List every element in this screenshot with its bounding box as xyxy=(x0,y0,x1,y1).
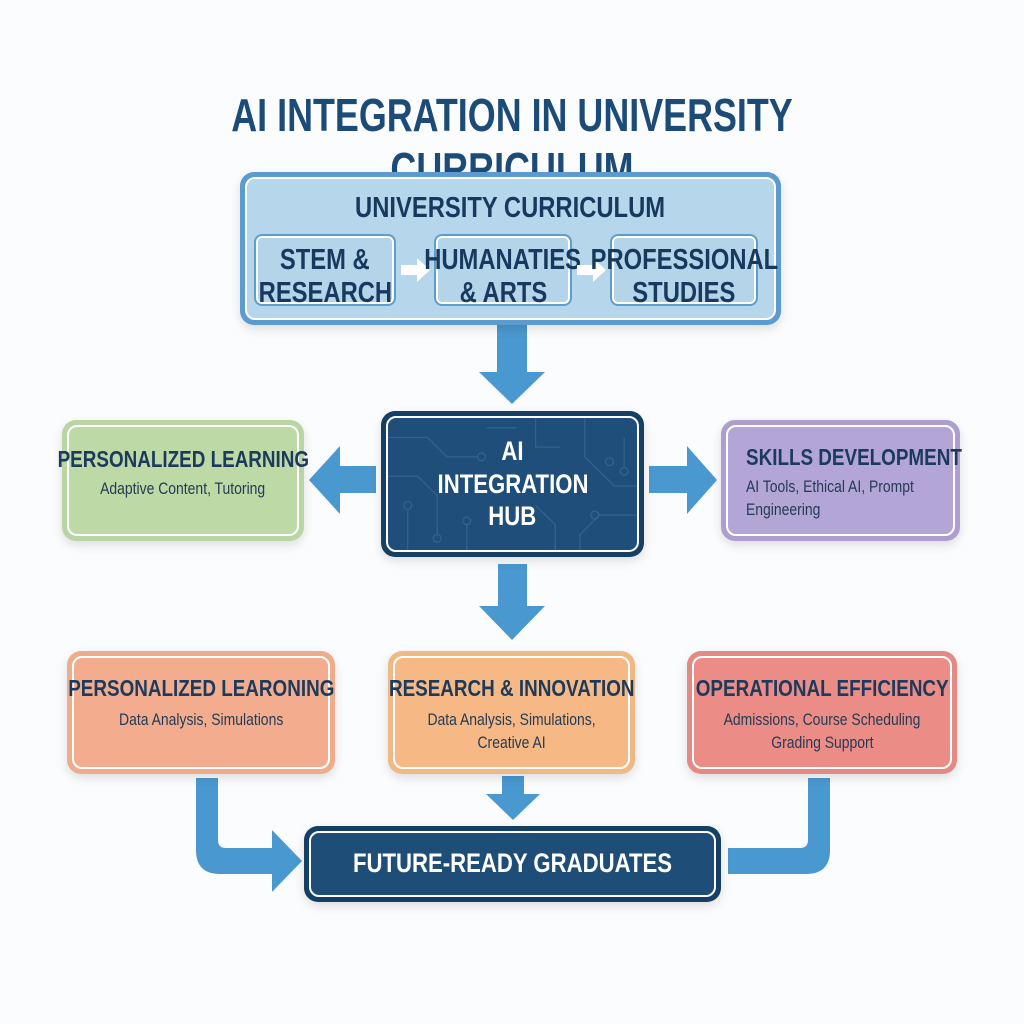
hub-label-line2: INTEGRATION xyxy=(437,468,588,499)
outcome-heading: PERSONALIZED LEARONING xyxy=(67,675,335,701)
ai-integration-hub-box[interactable]: AI INTEGRATION HUB xyxy=(381,411,644,557)
outcome-detail-line1: Data Analysis, Simulations, xyxy=(427,710,596,730)
hub-label-line1: AI xyxy=(501,436,524,467)
arrow-hub-to-research xyxy=(479,564,545,640)
curriculum-heading: UNIVERSITY CURRICULUM xyxy=(355,192,666,224)
arrow-right-icon xyxy=(401,258,430,282)
graduates-label: FUTURE-READY GRADUATES xyxy=(352,848,672,879)
circuit-pattern-icon xyxy=(388,418,637,550)
future-ready-graduates-box[interactable]: FUTURE-READY GRADUATES xyxy=(304,826,721,902)
outcome-operational-efficiency-box[interactable]: OPERATIONAL EFFICIENCY Admissions, Cours… xyxy=(687,651,957,774)
skills-development-detail-line1: AI Tools, Ethical AI, Prompt xyxy=(746,477,914,497)
discipline-label-line2: RESEARCH xyxy=(258,277,392,309)
outcome-detail-line1: Admissions, Course Scheduling xyxy=(723,710,921,730)
arrow-research-to-graduates xyxy=(486,776,540,820)
personalized-learning-heading: PERSONALIZED LEARNING xyxy=(57,446,309,472)
arrow-hub-to-personalized xyxy=(309,446,376,514)
arrow-personalized-to-graduates xyxy=(196,778,302,892)
discipline-label-line1: PROFESSIONAL xyxy=(590,243,778,276)
outcome-heading: OPERATIONAL EFFICIENCY xyxy=(695,675,949,701)
discipline-label-line1: HUMANATIES xyxy=(424,243,582,276)
arrow-operational-to-graduates xyxy=(728,778,830,874)
discipline-label-line2: STUDIES xyxy=(632,277,736,309)
arrow-curriculum-to-hub xyxy=(479,325,545,404)
hub-label-line3: HUB xyxy=(488,501,537,532)
skills-development-heading: SKILLS DEVELOPMENT xyxy=(746,444,962,470)
discipline-humanities-arts[interactable]: HUMANATIES& ARTS xyxy=(425,234,581,309)
personalized-learning-box[interactable]: PERSONALIZED LEARNING Adaptive Content, … xyxy=(57,420,309,541)
outcome-personalized-learning-box[interactable]: PERSONALIZED LEARONING Data Analysis, Si… xyxy=(67,651,335,774)
outcome-detail-line2: Creative AI xyxy=(477,733,546,753)
skills-development-detail-line2: Engineering xyxy=(746,500,821,520)
discipline-label-line1: STEM & xyxy=(280,243,370,276)
diagram-title: AI INTEGRATION IN UNIVERSITY CURRICULUM xyxy=(231,89,793,195)
discipline-label-line2: & ARTS xyxy=(459,277,547,309)
skills-development-box[interactable]: SKILLS DEVELOPMENT AI Tools, Ethical AI,… xyxy=(721,420,962,541)
outcome-research-innovation-box[interactable]: RESEARCH & INNOVATION Data Analysis, Sim… xyxy=(388,651,635,774)
arrow-hub-to-skills xyxy=(649,446,717,514)
outcome-heading: RESEARCH & INNOVATION xyxy=(388,675,635,701)
discipline-stem-research[interactable]: STEM &RESEARCH xyxy=(254,234,396,309)
personalized-learning-detail: Adaptive Content, Tutoring xyxy=(100,479,266,499)
outcome-detail-line1: Data Analysis, Simulations xyxy=(118,710,284,730)
university-curriculum-box[interactable]: UNIVERSITY CURRICULUM STEM &RESEARCH HUM… xyxy=(240,172,781,325)
arrow-right-icon xyxy=(577,258,606,282)
outcome-detail-line2: Grading Support xyxy=(770,733,874,753)
